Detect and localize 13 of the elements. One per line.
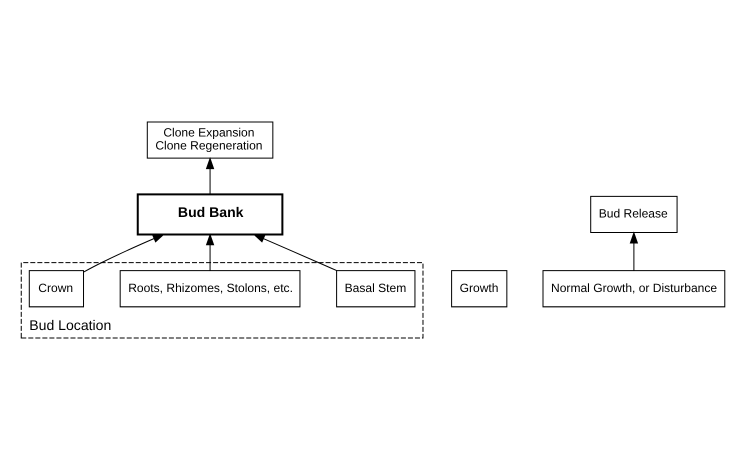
node-box: Basal Stem [336,270,416,307]
arrow [252,233,337,271]
arrow [206,156,214,194]
arrow [206,232,214,270]
arrow [84,233,165,272]
node-box: Crown [28,270,84,307]
node-box: Bud Bank [136,192,284,235]
node-box: Bud Release [590,195,678,232]
node-box: Clone Expansion Clone Regeneration [146,121,274,158]
arrow [630,230,638,270]
node-box: Normal Growth, or Disturbance [542,270,726,307]
node-box: Roots, Rhizomes, Stolons, etc. [120,270,300,307]
node-box: Growth [451,270,508,307]
